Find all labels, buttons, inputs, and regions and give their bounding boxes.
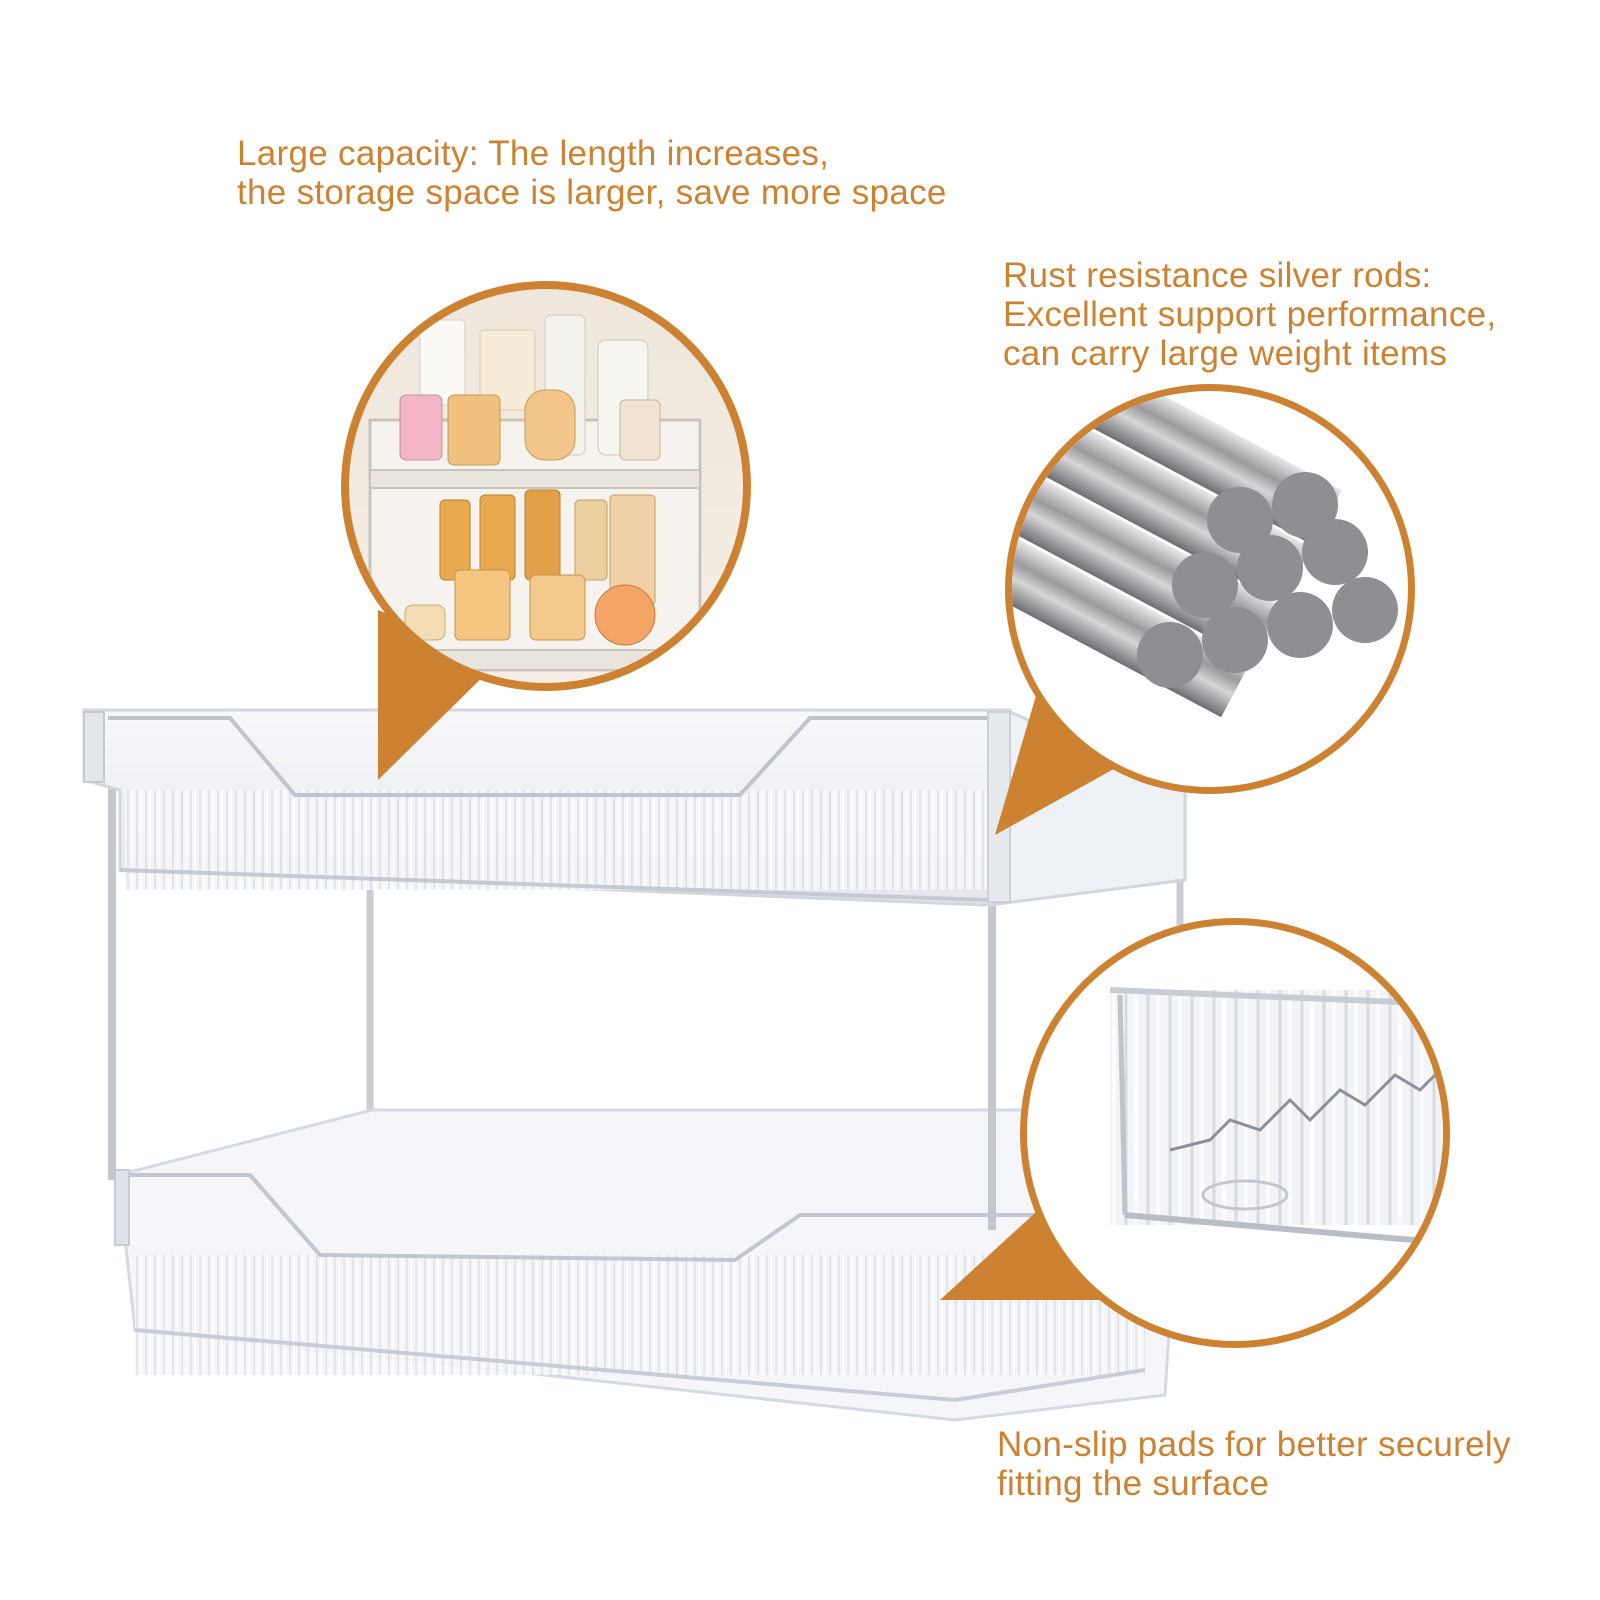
zoom-circle-rods bbox=[1005, 384, 1415, 794]
zoom-circle-cosmetics bbox=[341, 281, 751, 691]
caption-line: Excellent support performance, bbox=[1003, 295, 1497, 334]
caption-line: Rust resistance silver rods: bbox=[1003, 256, 1432, 295]
caption-line: Non-slip pads for better securely bbox=[997, 1425, 1511, 1464]
caption-line: the storage space is larger, save more s… bbox=[237, 173, 947, 212]
caption-silver-rods: Rust resistance silver rods: Excellent s… bbox=[1003, 256, 1496, 373]
caption-large-capacity: Large capacity: The length increases, th… bbox=[237, 134, 947, 212]
lower-shelf bbox=[114, 1108, 1182, 1422]
callout-pointer-rods bbox=[995, 665, 1130, 835]
caption-line: Large capacity: The length increases, bbox=[237, 134, 830, 173]
caption-line: fitting the surface bbox=[997, 1464, 1270, 1503]
caption-line: can carry large weight items bbox=[1003, 334, 1448, 373]
zoom-circle-pads bbox=[1020, 918, 1450, 1348]
caption-non-slip-pads: Non-slip pads for better securely fittin… bbox=[997, 1425, 1511, 1503]
